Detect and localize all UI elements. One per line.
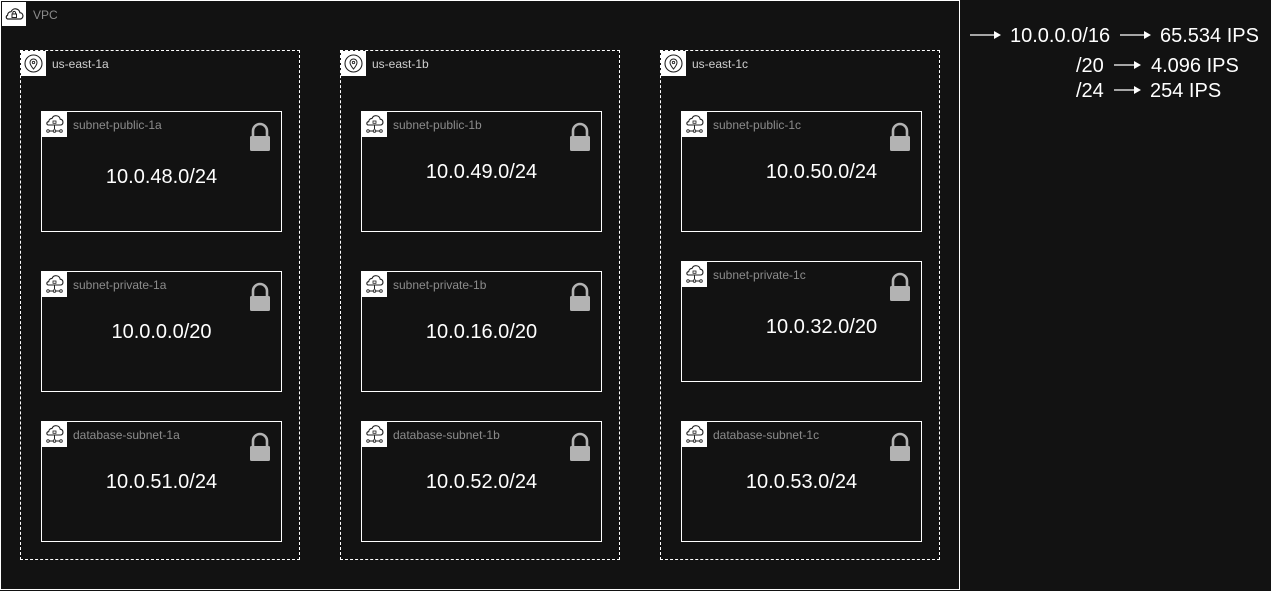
- vpc-container: VPC us-east-1a subnet-public-1a 10.0.48.…: [0, 0, 960, 590]
- legend-mask-20: /20: [1076, 55, 1104, 77]
- arrow-icon: [1114, 84, 1142, 96]
- subnet-cidr: 10.0.50.0/24: [765, 161, 878, 183]
- lock-icon: [249, 282, 271, 312]
- subnet-name: database-subnet-1c: [713, 428, 820, 442]
- cloud-network-icon: [682, 422, 707, 447]
- subnet-private-1a: subnet-private-1a 10.0.0.0/20: [41, 271, 282, 392]
- subnet-cidr: 10.0.52.0/24: [425, 471, 538, 493]
- subnet-name: subnet-public-1a: [73, 118, 162, 132]
- location-pin-icon: [661, 51, 686, 76]
- legend-mask-24: /24: [1076, 80, 1104, 102]
- subnet-cidr: 10.0.48.0/24: [105, 166, 218, 188]
- subnet-name: subnet-private-1a: [73, 278, 167, 292]
- lock-icon: [569, 432, 591, 462]
- subnet-cidr: 10.0.51.0/24: [105, 471, 218, 493]
- cloud-network-icon: [42, 112, 67, 137]
- lock-icon: [249, 432, 271, 462]
- zone-label: us-east-1c: [692, 57, 749, 71]
- zone-label: us-east-1a: [52, 57, 109, 71]
- availability-zone-us-east-1b: us-east-1b subnet-public-1b 10.0.49.0/24…: [340, 50, 620, 560]
- legend-vpc-cidr: 10.0.0.0/16: [1010, 25, 1111, 47]
- lock-icon: [569, 282, 591, 312]
- subnet-private-1b: subnet-private-1b 10.0.16.0/20: [361, 271, 602, 392]
- subnet-cidr: 10.0.49.0/24: [425, 161, 538, 183]
- legend-mask-20-ips: 4.096 IPS: [1151, 55, 1239, 77]
- lock-icon: [249, 122, 271, 152]
- arrow-icon: [1114, 59, 1142, 71]
- subnet-name: database-subnet-1b: [393, 428, 500, 442]
- subnet-name: database-subnet-1a: [73, 428, 180, 442]
- availability-zone-us-east-1c: us-east-1c subnet-public-1c 10.0.50.0/24…: [660, 50, 940, 560]
- subnet-public-1a: subnet-public-1a 10.0.48.0/24: [41, 111, 282, 232]
- subnet-name: subnet-public-1b: [393, 118, 482, 132]
- lock-icon: [889, 272, 911, 302]
- database-subnet-1c: database-subnet-1c 10.0.53.0/24: [681, 421, 922, 542]
- subnet-cidr: 10.0.16.0/20: [425, 321, 538, 343]
- subnet-name: subnet-public-1c: [713, 118, 802, 132]
- subnet-private-1c: subnet-private-1c 10.0.32.0/20: [681, 261, 922, 382]
- arrow-icon: [970, 29, 1002, 41]
- subnet-cidr: 10.0.0.0/20: [111, 321, 212, 343]
- location-pin-icon: [341, 51, 366, 76]
- cloud-network-icon: [682, 262, 707, 287]
- lock-icon: [889, 122, 911, 152]
- lock-icon: [569, 122, 591, 152]
- vpc-label: VPC: [33, 8, 58, 22]
- cloud-network-icon: [362, 422, 387, 447]
- zone-label: us-east-1b: [372, 57, 429, 71]
- subnet-cidr: 10.0.32.0/20: [765, 316, 878, 338]
- cloud-network-icon: [362, 112, 387, 137]
- cloud-network-icon: [42, 422, 67, 447]
- legend-vpc-ips: 65.534 IPS: [1160, 25, 1259, 47]
- cloud-network-icon: [42, 272, 67, 297]
- subnet-public-1c: subnet-public-1c 10.0.50.0/24: [681, 111, 922, 232]
- legend-mask-24-ips: 254 IPS: [1150, 80, 1222, 102]
- location-pin-icon: [21, 51, 46, 76]
- subnet-name: subnet-private-1c: [713, 268, 806, 282]
- cloud-lock-icon: [2, 2, 26, 26]
- subnet-public-1b: subnet-public-1b 10.0.49.0/24: [361, 111, 602, 232]
- availability-zone-us-east-1a: us-east-1a subnet-public-1a 10.0.48.0/24…: [20, 50, 300, 560]
- database-subnet-1b: database-subnet-1b 10.0.52.0/24: [361, 421, 602, 542]
- subnet-cidr: 10.0.53.0/24: [745, 471, 858, 493]
- database-subnet-1a: database-subnet-1a 10.0.51.0/24: [41, 421, 282, 542]
- cloud-network-icon: [362, 272, 387, 297]
- cloud-network-icon: [682, 112, 707, 137]
- lock-icon: [889, 432, 911, 462]
- arrow-icon: [1120, 29, 1152, 41]
- subnet-name: subnet-private-1b: [393, 278, 487, 292]
